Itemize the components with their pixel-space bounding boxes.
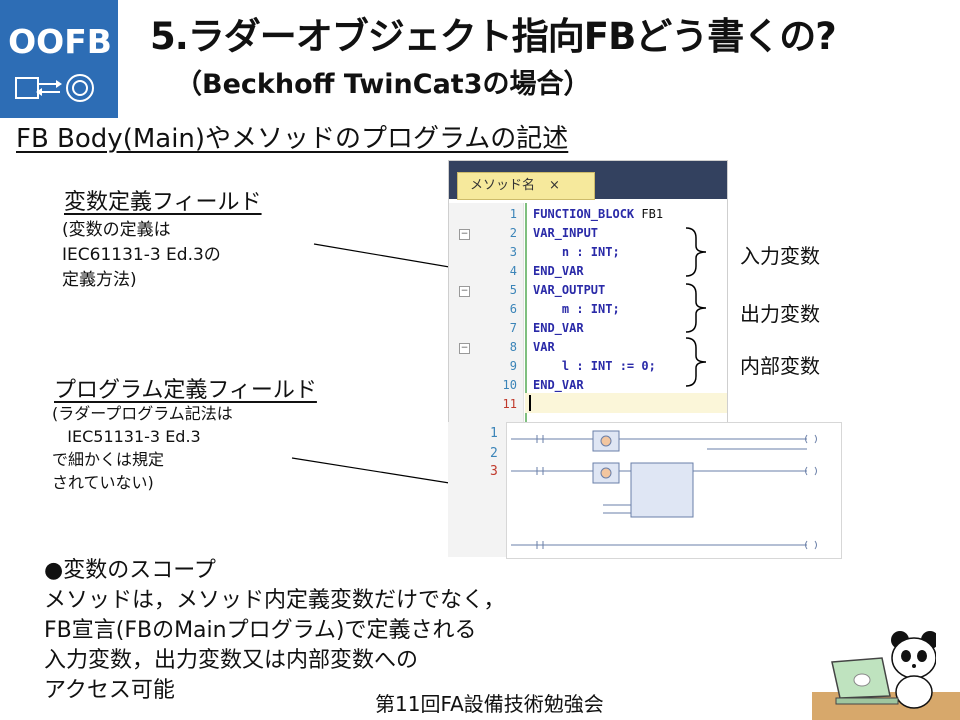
tab-label: メソッド名: [470, 178, 536, 193]
rung-number: 1: [490, 426, 498, 441]
scope-text: メソッドは，メソッド内定義変数だけでなく， FB宣言(FBのMainプログラム)…: [44, 588, 506, 703]
brace-internal: [685, 337, 707, 387]
code-lines: 1 FUNCTION_BLOCK FB1 2 − VAR_INPUT 3 n : INT;…: [449, 203, 727, 423]
slide-title: 5.ラダーオブジェクト指向FBどう書くの?: [150, 15, 837, 58]
line-number: 10: [502, 378, 517, 392]
declaration-area[interactable]: [525, 203, 727, 423]
footer-text: 第11回FA設備技術勉強会: [375, 692, 604, 716]
logo-text: OOFB: [8, 22, 112, 61]
code-text: FUNCTION_BLOCK: [533, 207, 635, 221]
code-text: m : INT;: [533, 302, 620, 316]
code-line: n : INT;: [533, 243, 620, 262]
close-icon[interactable]: ×: [549, 178, 560, 193]
input-variable-label: 入力変数: [740, 244, 820, 268]
code-line: FUNCTION_BLOCK FB1: [533, 205, 663, 224]
line-number: 11: [502, 397, 517, 411]
var-field-title: 変数定義フィールド: [64, 190, 262, 215]
panda-with-laptop-icon: [831, 631, 936, 709]
code-line: m : INT;: [533, 300, 620, 319]
code-line: VAR: [533, 338, 555, 357]
signal-flow-icon: [15, 74, 94, 102]
logo: OOFB: [0, 0, 118, 118]
code-text: END_VAR: [533, 264, 584, 278]
line-number: 1: [509, 207, 517, 221]
line-number: 6: [509, 302, 517, 316]
tab-method-name[interactable]: メソッド名 ×: [457, 172, 595, 200]
code-text: VAR_OUTPUT: [533, 283, 606, 297]
line-number: 7: [509, 321, 517, 335]
ladder-graphic: [511, 430, 817, 550]
current-line-highlight: [525, 393, 727, 413]
prog-field-desc: (ラダープログラム記法は IEC51131-3 Ed.3 で細かくは規定 されて…: [52, 404, 233, 492]
line-number: 9: [509, 359, 517, 373]
line-number: 2: [509, 226, 517, 240]
internal-variable-label: 内部変数: [740, 354, 820, 378]
code-line: VAR_OUTPUT: [533, 281, 605, 300]
brace-input: [685, 227, 707, 277]
code-text: l : INT := 0;: [533, 359, 656, 373]
code-text: n : INT;: [533, 245, 620, 259]
code-text: END_VAR: [533, 321, 584, 335]
collapse-icon[interactable]: −: [459, 343, 470, 354]
code-editor: メソッド名 × 1 FUNCTION_BLOCK FB1 2 − VAR_INPUT 3 n…: [448, 160, 728, 424]
prog-field-title: プログラム定義フィールド: [54, 378, 317, 403]
code-line: END_VAR: [533, 376, 584, 395]
rung-number: 2: [490, 446, 498, 461]
line-number: 3: [509, 245, 517, 259]
var-field-desc: (変数の定義は IEC61131-3 Ed.3の 定義方法): [62, 220, 221, 290]
line-number: 8: [509, 340, 517, 354]
collapse-icon[interactable]: −: [459, 286, 470, 297]
ladder-diagram[interactable]: [506, 422, 842, 559]
code-line: END_VAR: [533, 262, 584, 281]
rung-number: 3: [490, 464, 498, 479]
text-caret: [529, 395, 531, 411]
code-text: VAR_INPUT: [533, 226, 599, 240]
ladder-gutter: 1 2 3: [448, 422, 506, 557]
brace-output: [685, 283, 707, 333]
line-number: 5: [509, 283, 517, 297]
output-variable-label: 出力変数: [740, 302, 820, 326]
code-line: l : INT := 0;: [533, 357, 656, 376]
collapse-icon[interactable]: −: [459, 229, 470, 240]
code-line: VAR_INPUT: [533, 224, 598, 243]
scope-heading: ●変数のスコープ: [44, 558, 216, 583]
line-number: 4: [509, 264, 517, 278]
slide-subtitle: （Beckhoff TwinCat3の場合）: [175, 69, 591, 100]
fb-name: FB1: [634, 207, 664, 221]
code-text: VAR: [533, 340, 555, 354]
section-heading: FB Body(Main)やメソッドのプログラムの記述: [16, 124, 569, 154]
code-text: END_VAR: [533, 378, 584, 392]
code-line: END_VAR: [533, 319, 584, 338]
brace-group: [685, 227, 707, 387]
